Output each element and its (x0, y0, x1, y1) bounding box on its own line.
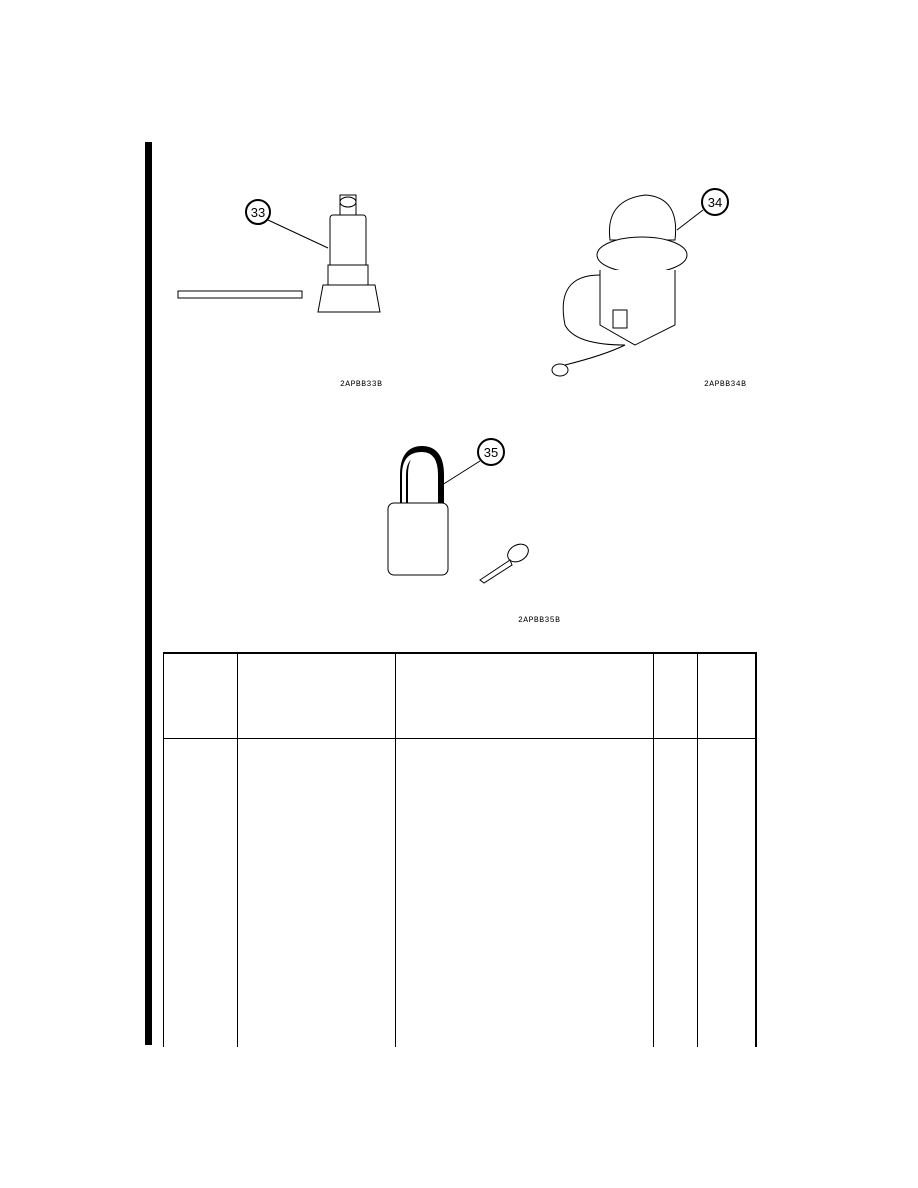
column-divider (697, 654, 698, 1047)
callout-34: 34 (708, 195, 722, 210)
warning-light-illustration: 34 (551, 188, 729, 377)
header-divider (164, 738, 755, 739)
hydraulic-jack-illustration: 33 (177, 194, 381, 313)
figure-code-33: 2APBB33B (340, 380, 383, 389)
column-divider (237, 654, 238, 1047)
column-divider (395, 654, 396, 1047)
callout-35: 35 (484, 445, 498, 460)
margin-bar (145, 142, 152, 1045)
column-divider (653, 654, 654, 1047)
padlock-and-key-illustration: 35 (387, 438, 529, 584)
parts-table (163, 652, 757, 1047)
callout-33: 33 (251, 205, 265, 220)
figure-code-34: 2APBB34B (704, 380, 747, 389)
figure-code-35: 2APBB35B (518, 616, 561, 625)
